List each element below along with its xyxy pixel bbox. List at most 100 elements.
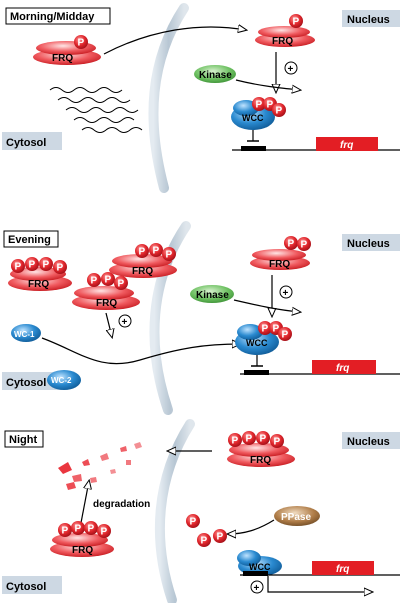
phosphate-label: P bbox=[118, 279, 125, 290]
promoter-bar bbox=[243, 571, 268, 576]
phosphate-group bbox=[39, 257, 53, 271]
phosphate-group bbox=[87, 273, 101, 287]
frq-label: FRQ bbox=[269, 259, 290, 270]
frq-gene bbox=[312, 360, 376, 374]
nuclear-import-arrow bbox=[103, 27, 246, 55]
phosphate-label: P bbox=[267, 100, 274, 111]
phosphate-label: P bbox=[288, 239, 295, 250]
degradation-arrow bbox=[79, 481, 89, 529]
nucleus-label: Nucleus bbox=[347, 238, 390, 250]
gene-label: frq bbox=[336, 564, 349, 575]
promoter-bar bbox=[244, 370, 269, 375]
cytosol-label: Cytosol bbox=[6, 377, 46, 389]
frq-label: FRQ bbox=[132, 266, 153, 277]
phosphate-group bbox=[256, 431, 270, 445]
frq-label: FRQ bbox=[52, 53, 73, 64]
plus-sign bbox=[279, 285, 293, 299]
phosphate-group bbox=[278, 327, 292, 341]
plus-sign bbox=[118, 314, 132, 328]
phosphate-label: P bbox=[190, 517, 197, 528]
phosphate-group bbox=[53, 260, 67, 274]
plus-label: + bbox=[288, 64, 294, 75]
phosphate-group bbox=[258, 321, 272, 335]
frq-protein bbox=[258, 26, 310, 38]
kinase-label: Kinase bbox=[199, 70, 232, 81]
cytosol-label: Cytosol bbox=[6, 137, 46, 149]
phosphate-label: P bbox=[15, 262, 22, 273]
phosphate-group bbox=[242, 431, 256, 445]
phosphate-group bbox=[58, 523, 72, 537]
phosphate-label: P bbox=[62, 526, 69, 537]
phosphate-label: P bbox=[246, 434, 253, 445]
phosphate-label: P bbox=[276, 106, 283, 117]
wcc-complex bbox=[237, 324, 263, 340]
panel-title: Morning/Midday bbox=[10, 11, 95, 23]
nuclear-membrane bbox=[148, 3, 189, 193]
phosphate-group bbox=[25, 257, 39, 271]
panel-title-box bbox=[3, 230, 59, 248]
cytosol-label-box bbox=[2, 372, 62, 390]
frq-label: FRQ bbox=[250, 455, 271, 466]
frq-label: FRQ bbox=[96, 298, 117, 309]
nucleus-label-box bbox=[342, 432, 400, 449]
phosphate-label: P bbox=[256, 100, 263, 111]
wc1-label: WC-1 bbox=[14, 330, 35, 339]
degradation-label: degradation bbox=[93, 499, 150, 510]
plus-label: + bbox=[254, 583, 260, 594]
phosphate-label: P bbox=[274, 437, 281, 448]
frq-protein bbox=[112, 254, 172, 268]
kinase-label: Kinase bbox=[196, 290, 229, 301]
phosphate-group bbox=[149, 243, 163, 257]
panel-evening: Evening Nucleus Cytosol FRQ P P P P FRQ … bbox=[2, 221, 400, 415]
phosphate-group bbox=[74, 35, 88, 49]
phosphate-label: P bbox=[105, 275, 112, 286]
phosphate-label: P bbox=[139, 247, 146, 258]
free-phosphate bbox=[186, 514, 200, 528]
phosphate-group bbox=[297, 237, 311, 251]
phosphate-label: P bbox=[75, 524, 82, 535]
free-phosphate bbox=[197, 533, 211, 547]
nuclear-membrane bbox=[149, 221, 191, 415]
panel-morning: Morning/Midday Nucleus Cytosol FRQ P FRQ bbox=[2, 3, 400, 193]
interaction-arrow bbox=[106, 312, 112, 337]
promoter-bar bbox=[241, 146, 266, 151]
phosphate-label: P bbox=[29, 260, 36, 271]
wc2-protein bbox=[47, 370, 81, 390]
frq-label: FRQ bbox=[28, 279, 49, 290]
panel-title: Evening bbox=[8, 234, 51, 246]
frq-mrna bbox=[49, 87, 143, 133]
degraded-fragments bbox=[58, 442, 142, 490]
phosphate-label: P bbox=[101, 527, 108, 538]
plus-label: + bbox=[283, 288, 289, 299]
phosphate-group bbox=[11, 259, 25, 273]
phosphate-group bbox=[97, 524, 111, 538]
plus-label: + bbox=[122, 317, 128, 328]
ppase-enzyme bbox=[274, 506, 320, 526]
frq-label: FRQ bbox=[272, 36, 293, 47]
gene-label: frq bbox=[340, 140, 353, 151]
cytosol-label-box bbox=[2, 132, 62, 150]
phosphate-label: P bbox=[91, 276, 98, 287]
kinase bbox=[190, 285, 234, 303]
phosphate-label: P bbox=[78, 38, 85, 49]
phosphate-label: P bbox=[293, 17, 300, 28]
phosphate-group bbox=[135, 244, 149, 258]
phosphate-label: P bbox=[282, 330, 289, 341]
panel-title-box bbox=[5, 7, 111, 25]
phosphate-group bbox=[114, 276, 128, 290]
wc2-label: WC-2 bbox=[51, 376, 72, 385]
phosphate-group bbox=[101, 272, 115, 286]
phosphate-group bbox=[162, 247, 176, 261]
kinase bbox=[194, 65, 236, 83]
kinase-arrow bbox=[235, 79, 300, 90]
wc1-protein bbox=[11, 324, 41, 342]
phosphate-label: P bbox=[217, 532, 224, 543]
phosphate-group bbox=[84, 521, 98, 535]
phosphate-group bbox=[284, 236, 298, 250]
nuclear-membrane bbox=[154, 419, 195, 603]
frq-gene bbox=[316, 137, 378, 151]
phosphate-label: P bbox=[273, 324, 280, 335]
phosphate-label: P bbox=[301, 240, 308, 251]
phosphate-label: P bbox=[43, 260, 50, 271]
phosphate-label: P bbox=[153, 246, 160, 257]
